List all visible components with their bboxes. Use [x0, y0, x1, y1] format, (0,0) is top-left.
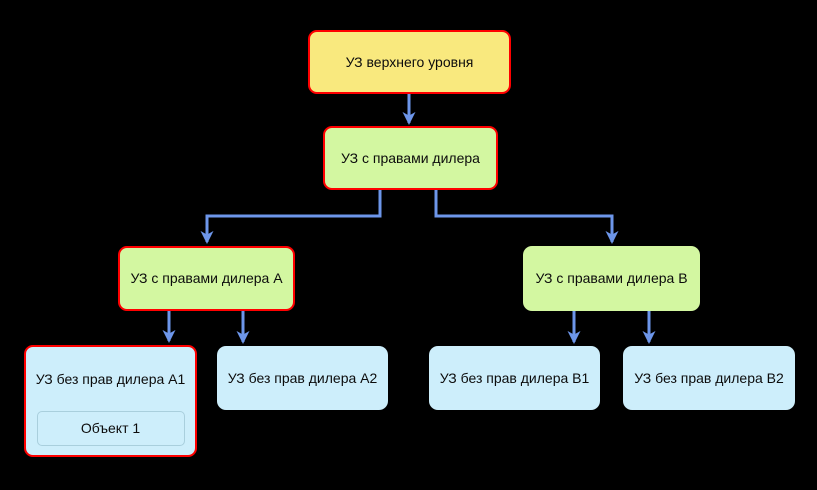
node-top-level-account[interactable]: УЗ верхнего уровня: [308, 30, 511, 94]
node-dealer-rights-account-a[interactable]: УЗ с правами дилера A: [118, 246, 295, 311]
node-label: УЗ с правами дилера B: [535, 270, 688, 287]
node-label: УЗ без прав дилера B2: [634, 369, 784, 386]
node-label: УЗ без прав дилера B1: [439, 369, 590, 386]
node-label: УЗ без прав дилера A1: [26, 347, 195, 411]
arrow-dealer-to-dealer-a: [200, 190, 382, 244]
node-no-dealer-rights-b1[interactable]: УЗ без прав дилера B1: [429, 346, 600, 410]
node-label: УЗ верхнего уровня: [345, 53, 474, 70]
node-no-dealer-rights-a1[interactable]: УЗ без прав дилера A1 Объект 1: [24, 345, 197, 457]
node-no-dealer-rights-a2[interactable]: УЗ без прав дилера A2: [217, 346, 388, 410]
node-dealer-rights-account-b[interactable]: УЗ с правами дилера B: [523, 246, 700, 311]
node-label: Объект 1: [80, 420, 141, 437]
node-label: УЗ с правами дилера: [341, 149, 480, 166]
arrow-dealer-to-dealer-b: [434, 190, 619, 244]
node-no-dealer-rights-b2[interactable]: УЗ без прав дилера B2: [623, 346, 795, 410]
node-label-text: УЗ без прав дилера A1: [35, 370, 186, 387]
node-dealer-rights-account[interactable]: УЗ с правами дилера: [323, 126, 498, 190]
node-object-1[interactable]: Объект 1: [36, 411, 185, 446]
node-label: УЗ без прав дилера A2: [227, 369, 378, 386]
node-label: УЗ с правами дилера A: [130, 270, 283, 287]
